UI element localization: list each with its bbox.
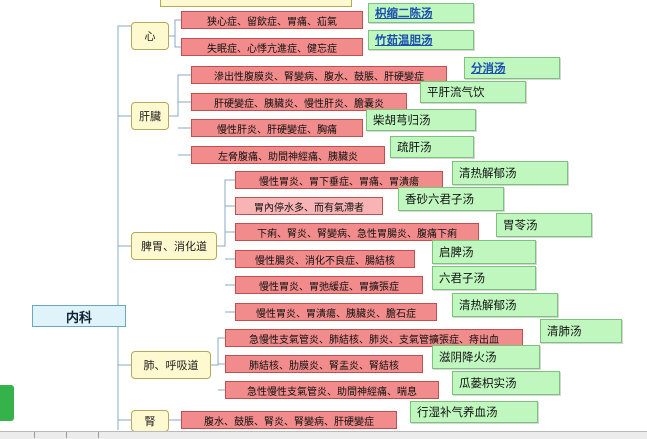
herb-label[interactable]: 清肺汤 <box>540 319 622 343</box>
sheet-tab[interactable] <box>34 432 65 438</box>
top-node-stub <box>160 0 352 7</box>
herb-link[interactable]: 竹茹温胆汤 <box>368 30 474 50</box>
symptom-box[interactable]: 急慢性支氣管炎、肺結核、肺炎、支氣管擴張症、痔出血 <box>225 329 523 347</box>
symptom-box[interactable]: 狭心症、留飲症、胃痛、疝氣 <box>181 11 363 29</box>
left-node-stub <box>0 385 14 421</box>
herb-label[interactable]: 启脾汤 <box>432 240 536 264</box>
herb-link[interactable]: 枳缩二陈汤 <box>368 3 474 23</box>
herb-label[interactable]: 六君子汤 <box>432 266 536 290</box>
sheet-tab-bar <box>0 431 647 439</box>
symptom-box[interactable]: 慢性胃炎、胃下垂症、胃痛、胃潰瘍 <box>235 171 443 189</box>
category-liver[interactable]: 肝臟 <box>131 102 169 130</box>
herb-label[interactable]: 胃苓汤 <box>496 213 592 237</box>
symptom-box[interactable]: 慢性胃炎、胃弛緩症、胃擴張症 <box>235 276 423 294</box>
symptom-box[interactable]: 肺結核、肋膜炎、腎盂炎、腎結核 <box>225 355 423 373</box>
symptom-box[interactable]: 慢性腸炎、消化不良症、腸結核 <box>235 250 415 268</box>
symptom-box[interactable]: 腹水、鼓脹、腎炎、腎變病、肝硬變症 <box>181 411 397 429</box>
symptom-box[interactable]: 左脅腹痛、助間神經痛、胰臟炎 <box>191 146 385 164</box>
symptom-box[interactable]: 慢性肝炎、肝硬變症、胸痛 <box>191 119 363 137</box>
symptom-box[interactable]: 失眠症、心悸亢進症、健忘症 <box>181 38 363 56</box>
category-digestive[interactable]: 脾胃、消化道 <box>131 232 217 260</box>
symptom-box[interactable]: 滲出性腹膜炎、腎變病、腹水、鼓脹、肝硬變症 <box>191 66 447 84</box>
symptom-box[interactable]: 胃內停水多、而有氣滯者 <box>235 197 383 215</box>
symptom-box[interactable]: 肝硬變症、胰臟炎、慢性肝炎、膽囊炎 <box>191 93 407 111</box>
herb-label[interactable]: 平肝流气饮 <box>420 81 526 103</box>
symptom-box[interactable]: 慢性胃炎、胃潰瘍、胰臟炎、膽石症 <box>235 303 437 321</box>
category-kidney[interactable]: 腎 <box>131 410 169 432</box>
herb-link[interactable]: 分消汤 <box>464 57 560 79</box>
herb-label[interactable]: 滋阴降火汤 <box>432 345 540 369</box>
herb-label[interactable]: 行湿补气养血汤 <box>410 401 538 423</box>
herb-label[interactable]: 疏肝汤 <box>390 136 474 158</box>
herb-label[interactable]: 香砂六君子汤 <box>398 187 504 211</box>
sheet-tab[interactable] <box>98 432 129 438</box>
category-heart[interactable]: 心 <box>131 22 169 50</box>
herb-label[interactable]: 柴胡芎归汤 <box>366 109 476 131</box>
herb-label[interactable]: 清热解郁汤 <box>452 161 568 185</box>
herb-label[interactable]: 瓜蒌枳实汤 <box>452 371 560 395</box>
category-respiratory[interactable]: 肺、呼吸道 <box>131 351 211 379</box>
herb-label[interactable]: 清热解郁汤 <box>452 293 558 317</box>
symptom-box[interactable]: 急性慢性支氣管炎、助間神經痛、喘息 <box>225 381 439 399</box>
root-node[interactable]: 内科 <box>32 305 126 327</box>
sheet-tab[interactable] <box>66 432 97 438</box>
symptom-box[interactable]: 下痢、腎炎、腎變病、急性胃腸炎、腹痛下痢 <box>235 223 479 241</box>
